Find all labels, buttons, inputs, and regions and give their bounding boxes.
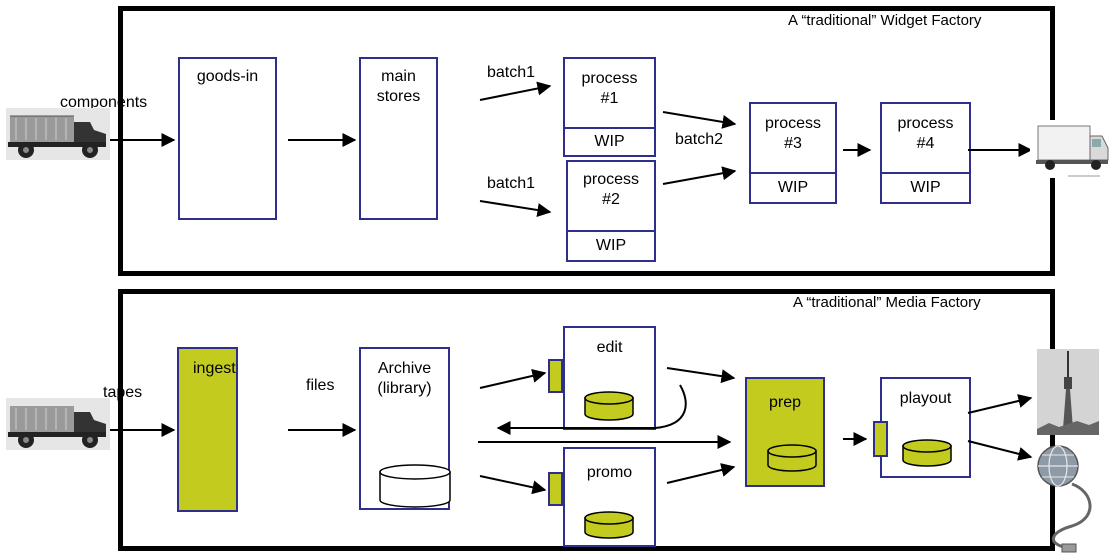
process1-box[interactable]: process #1 WIP <box>563 57 656 157</box>
widget-factory-title: A “traditional” Widget Factory <box>785 12 985 29</box>
playout-label: playout <box>899 390 952 407</box>
goods-in-label: goods-in <box>196 68 259 85</box>
archive-label: Archive (library) <box>377 360 432 397</box>
main-stores-label: main stores <box>376 68 421 105</box>
process3-label: process #3 <box>764 115 822 152</box>
ingest-box[interactable]: ingest <box>177 347 238 512</box>
process4-label: process #4 <box>897 115 954 152</box>
prep-label: prep <box>768 394 802 411</box>
arrow-process1-to-process3 <box>662 111 737 129</box>
tapes-label: tapes <box>103 384 143 401</box>
arrow-to-promo <box>479 475 547 495</box>
batch2-label: batch2 <box>675 131 724 148</box>
playout-input-port <box>873 421 888 457</box>
edit-input-port <box>548 359 563 393</box>
arrow-to-edit <box>479 369 547 389</box>
arrow-playout-to-globe <box>967 440 1033 461</box>
arrow-batch1-to-process1 <box>479 81 552 101</box>
old-truck-icon-top <box>6 108 110 160</box>
arrow-promo-to-prep <box>666 463 736 484</box>
cylinder-promo <box>584 511 634 539</box>
batch1-top-label: batch1 <box>487 64 536 81</box>
batch1-bottom-label: batch1 <box>487 175 536 192</box>
arrow-edit-to-prep <box>666 367 736 384</box>
process4-box[interactable]: process #4 WIP <box>880 102 971 204</box>
broadcast-tower-icon <box>1037 349 1099 435</box>
cylinder-prep <box>767 444 817 472</box>
process2-wip: WIP <box>566 230 656 262</box>
components-label: components <box>60 94 148 111</box>
goods-in-box[interactable]: goods-in <box>178 57 277 220</box>
delivery-van-icon <box>1030 120 1110 178</box>
cylinder-archive <box>379 464 451 508</box>
process3-box[interactable]: process #3 WIP <box>749 102 837 204</box>
process2-label: process #2 <box>582 171 640 208</box>
arrow-batch1-to-process2 <box>479 200 552 217</box>
process1-label: process #1 <box>581 70 638 107</box>
process3-wip: WIP <box>749 172 837 204</box>
edit-label: edit <box>596 339 623 356</box>
ingest-label: ingest <box>193 360 236 377</box>
promo-label: promo <box>586 464 633 481</box>
media-factory-title: A “traditional” Media Factory <box>790 294 984 311</box>
old-truck-icon-bottom <box>6 398 110 450</box>
cylinder-playout <box>902 439 952 467</box>
process2-box[interactable]: process #2 WIP <box>566 160 656 262</box>
files-label: files <box>306 377 335 394</box>
promo-input-port <box>548 472 563 506</box>
cylinder-edit <box>584 391 634 421</box>
main-stores-box[interactable]: main stores <box>359 57 438 220</box>
arrow-playout-to-tower <box>967 394 1033 414</box>
internet-globe-icon <box>1037 445 1092 553</box>
arrow-process2-to-process3 <box>662 166 737 185</box>
process1-wip: WIP <box>563 127 656 157</box>
arrow-edit-return-to-archive <box>496 384 687 435</box>
process4-wip: WIP <box>880 172 971 204</box>
